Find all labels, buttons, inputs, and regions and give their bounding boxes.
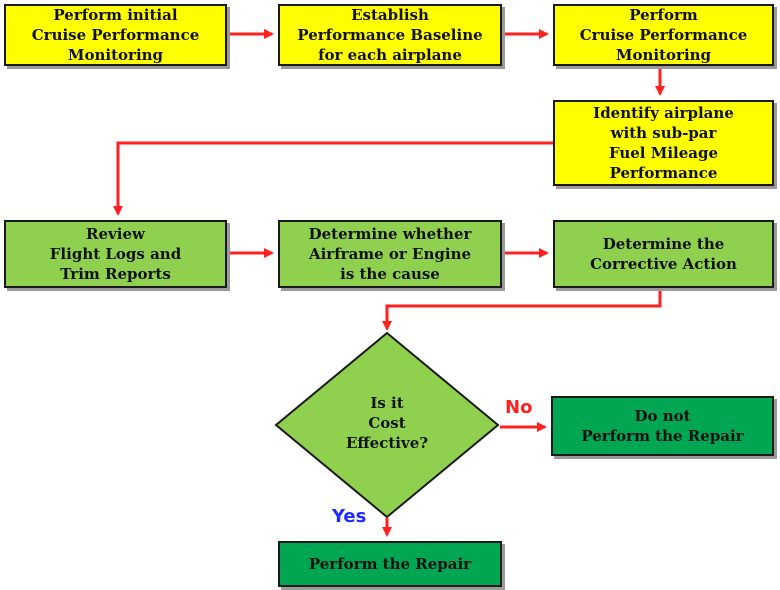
- arrow-corrective-to-decision: [382, 290, 662, 331]
- yes-label: Yes: [332, 506, 367, 527]
- determine-cause-box: Determine whether Airframe or Engine is …: [278, 220, 502, 288]
- initial-monitoring-box: Perform initial Cruise Performance Monit…: [4, 4, 227, 66]
- no-label: No: [505, 397, 533, 418]
- arrow-identify-to-review: [113, 141, 553, 216]
- identify-airplane-box: Identify airplane with sub-par Fuel Mile…: [553, 100, 774, 186]
- establish-baseline-box: Establish Performance Baseline for each …: [278, 4, 502, 66]
- cruise-monitoring-box: Perform Cruise Performance Monitoring: [553, 4, 774, 66]
- perform-repair-box: Perform the Repair: [278, 541, 502, 587]
- decision-diamond: [274, 331, 500, 519]
- do-not-repair-box: Do not Perform the Repair: [551, 396, 774, 456]
- corrective-action-box: Determine the Corrective Action: [553, 220, 774, 288]
- decision-text: Is it Cost Effective?: [345, 394, 429, 452]
- review-logs-box: Review Flight Logs and Trim Reports: [4, 220, 227, 288]
